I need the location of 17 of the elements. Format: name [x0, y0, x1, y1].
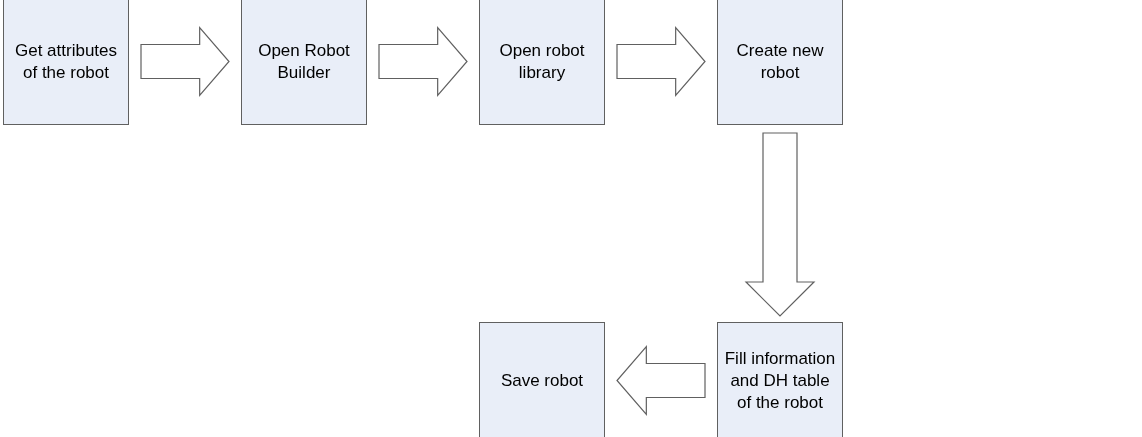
box-label: Fill information and DH table of the robot	[724, 347, 836, 414]
process-box	[479, 322, 605, 437]
process-box	[241, 0, 367, 125]
box-label: Save robot	[500, 369, 584, 392]
box-label: Open robot library	[498, 39, 586, 84]
block-arrow	[140, 25, 230, 98]
box-label: Get attributes of the robot	[13, 39, 119, 84]
process-box	[717, 322, 843, 437]
process-box	[3, 0, 129, 125]
process-box	[479, 0, 605, 125]
process-box	[717, 0, 843, 125]
box-label: Create new robot	[735, 39, 825, 84]
block-arrow	[744, 132, 816, 317]
box-label: Open Robot Builder	[257, 39, 351, 84]
block-arrow	[616, 25, 706, 98]
block-arrow	[378, 25, 468, 98]
block-arrow	[616, 344, 706, 417]
